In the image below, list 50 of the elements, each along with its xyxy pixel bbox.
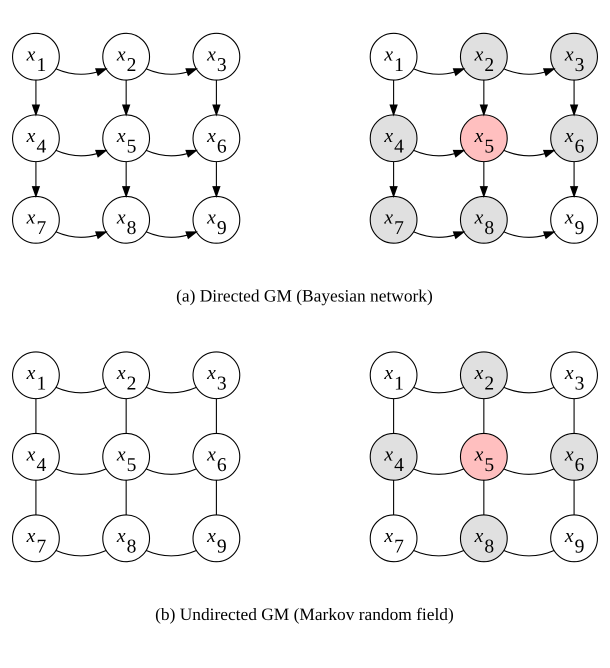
arrow: [122, 161, 130, 198]
connector: [414, 468, 464, 474]
arrow: [480, 80, 488, 116]
connector: [483, 480, 484, 514]
arrow: [32, 161, 40, 198]
arrow: [146, 149, 198, 158]
arrow: [480, 161, 488, 198]
label: (a) Directed GM (Bayesian network): [176, 286, 433, 306]
arrow: [212, 161, 221, 198]
arrow: [504, 230, 556, 239]
arrow: [146, 230, 198, 239]
connector: [574, 480, 575, 514]
connector: [146, 549, 197, 556]
arrow: [414, 230, 466, 239]
arrow: [212, 80, 221, 116]
arrow: [570, 161, 578, 198]
arrow: [414, 149, 466, 158]
arrow: [32, 80, 40, 116]
arrow: [504, 68, 556, 76]
arrow: [414, 68, 466, 76]
connector: [393, 480, 394, 514]
arrow: [122, 80, 130, 116]
connector: [146, 386, 197, 393]
connector: [146, 468, 197, 474]
connector: [414, 386, 464, 393]
connector: [216, 480, 217, 514]
arrow: [56, 68, 108, 76]
connector: [35, 398, 36, 433]
connector: [504, 386, 554, 393]
arrow: [570, 80, 578, 116]
connector: [483, 398, 484, 433]
connector: [35, 480, 36, 514]
label: (b) Undirected GM (Markov random field): [155, 604, 454, 624]
connector: [56, 386, 106, 393]
connector: [126, 480, 127, 514]
connector: [56, 468, 106, 474]
arrow: [56, 230, 108, 239]
connector: [414, 549, 464, 556]
connector: [126, 398, 127, 433]
connector: [504, 549, 554, 556]
connector: [574, 398, 575, 433]
arrow: [504, 149, 556, 158]
arrow: [389, 80, 398, 116]
connector: [393, 398, 394, 433]
connector: [56, 549, 106, 556]
arrow: [56, 149, 108, 158]
connector: [216, 398, 217, 433]
arrow: [146, 68, 198, 76]
connector: [504, 468, 554, 474]
arrow: [389, 161, 398, 198]
